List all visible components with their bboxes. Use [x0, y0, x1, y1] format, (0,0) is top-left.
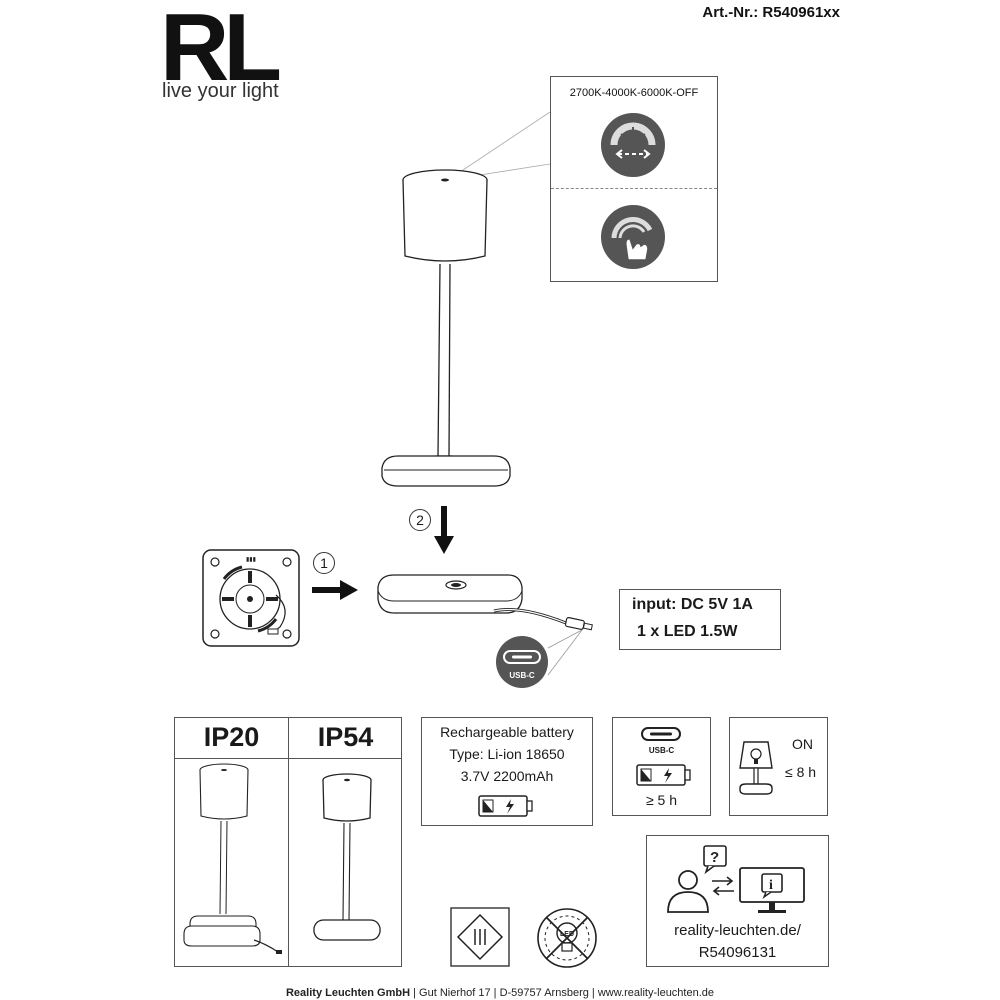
input-spec: input: DC 5V 1A	[632, 596, 753, 613]
svg-text:▮▮▮: ▮▮▮	[246, 557, 256, 563]
footer-city: D-59757 Arnsberg	[499, 987, 589, 999]
touch-icon	[601, 205, 665, 269]
ip20-lamp-icon	[183, 763, 282, 954]
footer-website-link[interactable]: www.reality-leuchten.de	[597, 987, 715, 999]
usb-c-port-icon	[641, 727, 681, 741]
support-url[interactable]: reality-leuchten.de/	[674, 922, 801, 939]
footer: Reality Leuchten GmbH | Gut Nierhof 17 |…	[0, 987, 1000, 999]
step-2-marker: 2	[409, 509, 431, 531]
ip-divider-horizontal	[175, 758, 401, 759]
charging-usb-label: USB-C	[648, 746, 675, 755]
usb-c-icon	[503, 650, 541, 664]
charging-base-drawing	[377, 574, 593, 631]
arrow-down-icon	[434, 506, 454, 554]
arrow-right-icon	[312, 580, 358, 600]
battery-title: Rechargeable battery	[440, 724, 574, 740]
charging-battery-icon	[636, 764, 691, 786]
user-question-icon: ?	[667, 845, 727, 913]
brand-tagline: live your light	[162, 80, 279, 102]
charging-time: ≥ 5 h	[645, 792, 678, 808]
battery-icon	[478, 795, 533, 817]
step-1-marker: 1	[313, 552, 335, 574]
exchange-arrows-icon	[712, 876, 734, 896]
brand-logo: RL	[160, 0, 282, 101]
runtime-time: ≤ 8 h	[785, 764, 817, 780]
footer-separator: |	[493, 987, 497, 999]
ip20-label: IP20	[203, 722, 260, 752]
class-iii-icon	[450, 907, 510, 967]
footer-separator: |	[591, 987, 595, 999]
usb-c-badge-label: USB-C	[509, 671, 535, 680]
control-callout: 2700K-4000K-6000K-OFF	[550, 76, 718, 282]
color-temperature-icon	[601, 113, 665, 177]
footer-company: Reality Leuchten GmbH	[285, 987, 411, 999]
callout-divider	[551, 188, 717, 189]
base-bottom-view: ▮▮▮	[202, 549, 300, 647]
ip54-lamp-icon	[313, 773, 381, 941]
footer-address: Gut Nierhof 17	[419, 987, 491, 999]
svg-text:i: i	[769, 878, 773, 893]
battery-capacity: 3.7V 2200mAh	[460, 768, 554, 784]
led-spec: 1 x LED 1.5W	[637, 623, 738, 640]
table-lamp-drawing	[381, 169, 511, 487]
svg-text:?: ?	[710, 849, 719, 866]
battery-type: Type: Li-ion 18650	[449, 746, 565, 762]
monitor-info-icon: i	[739, 867, 805, 913]
ip-divider-vertical	[288, 718, 289, 966]
led-not-replaceable-icon: LED	[537, 908, 597, 968]
lamp-on-icon	[739, 741, 773, 795]
color-modes-label: 2700K-4000K-6000K-OFF	[569, 87, 699, 99]
runtime-on-label: ON	[792, 736, 813, 752]
support-code: R54096131	[698, 944, 777, 961]
ip54-label: IP54	[317, 722, 374, 752]
runtime-box: ON ≤ 8 h	[729, 717, 828, 816]
article-number: Art.-Nr.: R540961xx	[702, 4, 840, 21]
footer-separator: |	[413, 987, 416, 999]
specs-box: input: DC 5V 1A 1 x LED 1.5W	[619, 589, 781, 650]
svg-text:LED: LED	[560, 931, 574, 938]
